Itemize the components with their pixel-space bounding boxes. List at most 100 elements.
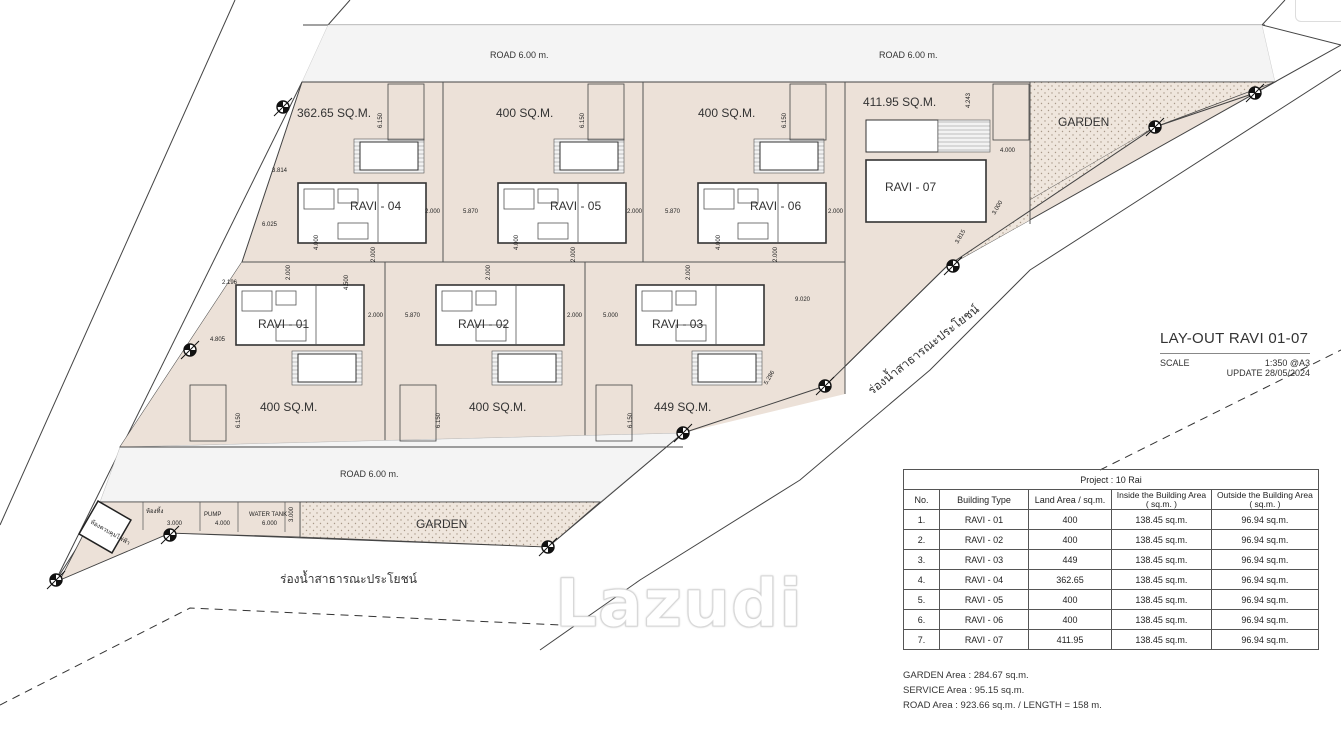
table-cell: 96.94 sq.m. (1210, 529, 1320, 550)
pool (491, 350, 563, 386)
table-cell: 138.45 sq.m. (1111, 529, 1212, 550)
table-cell: 138.45 sq.m. (1111, 509, 1212, 530)
plot-area-02: 400 SQ.M. (469, 400, 526, 414)
pool (291, 350, 363, 386)
table-cell: 449 (1028, 549, 1112, 570)
house-footprint (297, 138, 427, 244)
dim-label: 2.000 (368, 313, 384, 319)
dim-label: 5.000 (603, 313, 619, 319)
table-caption: Project : 10 Rai (903, 469, 1319, 490)
dim-label: 6.150 (580, 112, 586, 128)
dim-label: 4.000 (314, 234, 320, 250)
table-cell: 96.94 sq.m. (1210, 509, 1320, 530)
houses (189, 83, 1030, 442)
road-top-left-label: ROAD 6.00 m. (490, 50, 549, 60)
parking-bay (587, 83, 625, 141)
table-cell: 400 (1028, 609, 1112, 630)
parking-bay (189, 384, 227, 442)
table-cell: 138.45 sq.m. (1111, 629, 1212, 650)
table-cell: 400 (1028, 589, 1112, 610)
house-label-07: RAVI - 07 (885, 180, 936, 194)
canal-lines (0, 349, 1341, 706)
dim-label: 6.025 (262, 222, 278, 228)
dim-label: 3.814 (272, 168, 288, 174)
dim-label: 6.000 (262, 521, 278, 527)
dim-label: 6.150 (436, 412, 442, 428)
survey-marker-icon (943, 256, 963, 276)
dim-label: 2.000 (567, 313, 583, 319)
layout-title: LAY-OUT RAVI 01-07 (1160, 330, 1310, 354)
scale-value: 1:350 @A3 (1264, 358, 1310, 368)
table-cell: 5. (903, 589, 940, 610)
col-no: No. (903, 489, 940, 510)
survey-marker-icon (160, 525, 180, 545)
parking-bay (387, 83, 425, 141)
house-label-04: RAVI - 04 (350, 199, 401, 213)
table-cell: 362.65 (1028, 569, 1112, 590)
dim-label: 6.150 (782, 112, 788, 128)
road-top-right-label: ROAD 6.00 m. (879, 50, 938, 60)
plot-area-07: 411.95 SQ.M. (863, 95, 936, 109)
survey-marker-icon (538, 537, 558, 557)
table-cell: 96.94 sq.m. (1210, 609, 1320, 630)
parking-bay (992, 83, 1030, 141)
house-label-06: RAVI - 06 (750, 199, 801, 213)
title-block: LAY-OUT RAVI 01-07 SCALE 1:350 @A3 UPDAT… (1160, 330, 1310, 378)
survey-marker-icon (815, 376, 835, 396)
lazudi-watermark: Lazudi (555, 565, 803, 643)
service-area: SERVICE Area : 95.15 sq.m. (903, 685, 1025, 696)
house-label-01: RAVI - 01 (258, 317, 309, 331)
survey-marker-icon (1245, 83, 1265, 103)
table-cell: 96.94 sq.m. (1210, 569, 1320, 590)
dim-label: 4.000 (1000, 148, 1016, 154)
table-cell: 96.94 sq.m. (1210, 589, 1320, 610)
dim-label: 6.150 (236, 412, 242, 428)
service-small-label: ห้องทิ้ง (146, 505, 163, 515)
dim-label: 2.000 (686, 264, 692, 280)
survey-markers (46, 83, 1265, 590)
canal-bottom-label: ร่องน้ำสาธารณะประโยชน์ (280, 570, 417, 586)
house-label-05: RAVI - 05 (550, 199, 601, 213)
scale-label: SCALE (1160, 358, 1190, 368)
corner-tab (1295, 0, 1341, 22)
col-outside-area: Outside the Building Area( sq.m. ) (1210, 489, 1320, 510)
electric-room (78, 500, 132, 554)
table-cell: 1. (903, 509, 940, 530)
table-cell: 138.45 sq.m. (1111, 609, 1212, 630)
dim-label: 2.196 (222, 280, 238, 286)
parking-bay (595, 384, 633, 442)
plot-area-03: 449 SQ.M. (654, 400, 711, 414)
plot-area-01: 400 SQ.M. (260, 400, 317, 414)
house-footprint (497, 138, 627, 244)
dim-label: 2.000 (425, 209, 441, 215)
dim-label: 2.000 (773, 246, 779, 262)
garden-area: GARDEN Area : 284.67 sq.m. (903, 670, 1029, 681)
dim-label: 6.150 (628, 412, 634, 428)
parking-bay (789, 83, 827, 141)
garden-top-label: GARDEN (1058, 115, 1109, 129)
table-cell: 3. (903, 549, 940, 570)
table-cell: RAVI - 06 (939, 609, 1029, 630)
table-cell: 6. (903, 609, 940, 630)
road-middle-label: ROAD 6.00 m. (340, 469, 399, 479)
dim-label: 4.805 (210, 337, 226, 343)
update-date: UPDATE 28/05/2024 (1226, 368, 1310, 378)
table-cell: RAVI - 05 (939, 589, 1029, 610)
road-top (301, 24, 1276, 83)
pool (553, 138, 625, 174)
table-cell: RAVI - 02 (939, 529, 1029, 550)
table-cell: 411.95 (1028, 629, 1112, 650)
table-cell: 2. (903, 529, 940, 550)
table-cell: 138.45 sq.m. (1111, 589, 1212, 610)
survey-marker-icon (46, 570, 66, 590)
table-cell: 138.45 sq.m. (1111, 569, 1212, 590)
dim-label: 3.000 (289, 506, 295, 522)
dim-label: 2.000 (828, 209, 844, 215)
col-inside-area: Inside the Building Area( sq.m. ) (1111, 489, 1212, 510)
